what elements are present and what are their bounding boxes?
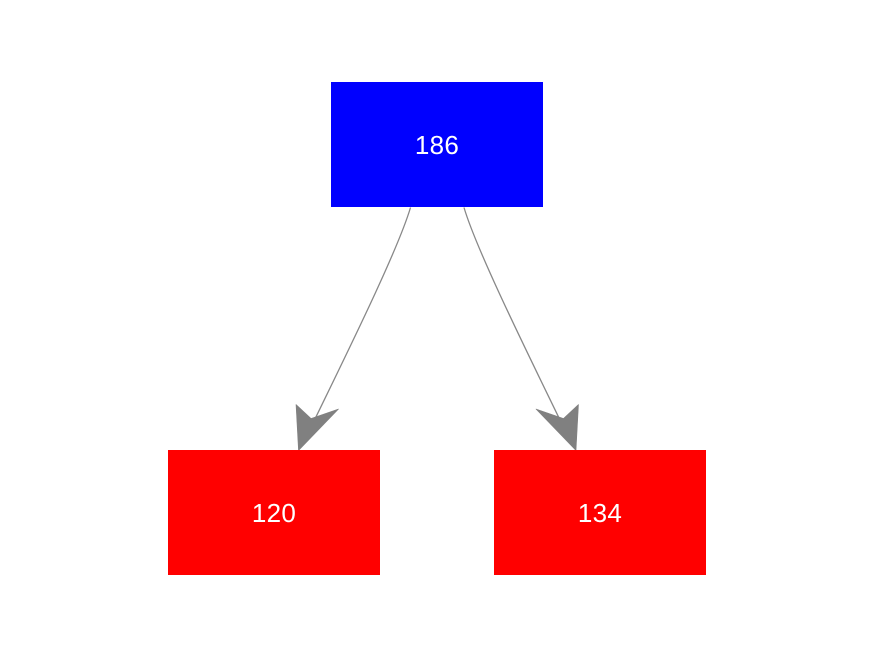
arrowhead-root-right (535, 404, 579, 451)
edge-root-to-right (463, 207, 579, 451)
graph-node-right-child[interactable]: 134 (494, 450, 706, 575)
node-label-root: 186 (414, 129, 460, 160)
node-label-right-child: 134 (577, 497, 623, 528)
node-label-left-child: 120 (251, 497, 297, 528)
arrowhead-root-left (295, 404, 339, 451)
edge-line-root-left (313, 207, 412, 421)
graph-node-root[interactable]: 186 (331, 82, 543, 207)
graph-node-left-child[interactable]: 120 (168, 450, 380, 575)
edge-root-to-left (295, 207, 412, 451)
edge-line-root-right (463, 207, 561, 421)
